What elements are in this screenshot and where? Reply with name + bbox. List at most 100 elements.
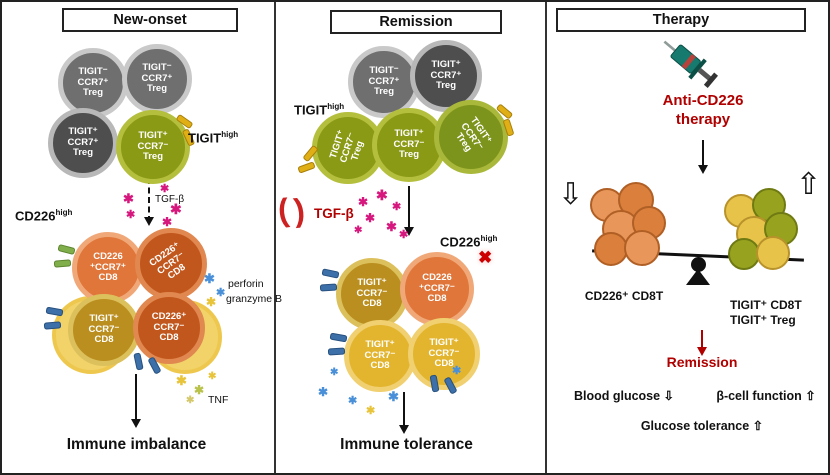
tgfb-star-icon: ✱ [365, 211, 376, 225]
cell-label: TIGIT⁺ CCR7⁻ CD8 [428, 337, 460, 370]
tgfb-star-icon: ✱ [376, 187, 388, 203]
cd8-cell: CD226 ⁺CCR7⁺ CD8 [72, 232, 144, 304]
tgfb-label: TGF-β [155, 194, 185, 205]
cd226-high-label: CD226high [440, 234, 497, 249]
cell-label: TIGIT⁺ CCR7⁺ Treg [67, 126, 99, 159]
cell-label: TIGIT⁺ CCR7⁻ CD8 [356, 277, 388, 310]
header-new-onset: New-onset [62, 8, 238, 32]
outcome-arrow [131, 374, 141, 428]
treg-cell: TIGIT⁺ CCR7⁻ Treg [434, 100, 508, 174]
increase-arrow-icon: ⇧ [796, 168, 822, 201]
cytokine-star-icon: ✱ [452, 365, 462, 377]
tgfb-star-icon: ✱ [399, 229, 409, 241]
tnf-label: TNF [208, 394, 229, 406]
tgfb-star-icon: ✱ [162, 215, 173, 229]
tgfb-star-icon: ✱ [354, 225, 363, 236]
glucose-tolerance-label: Glucose tolerance ⇧ [640, 419, 764, 433]
cell-label: CD226⁺ CCR7⁻ CD8 [147, 240, 188, 283]
tgfb-star-icon: ✱ [123, 191, 134, 206]
label-base: CD226 [440, 234, 481, 250]
receptor-icon [57, 243, 76, 256]
panel-divider-1 [274, 2, 276, 473]
outcome-new-onset: Immune imbalance [66, 436, 207, 453]
cell-label: TIGIT⁻ CCR7⁺ Treg [77, 66, 109, 99]
label-base: TIGIT [188, 130, 222, 146]
cell-label: TIGIT⁺ CCR7⁻ Treg [327, 128, 366, 165]
cell-label: TIGIT⁺ CCR7⁻ CD8 [88, 313, 120, 346]
tgfb-arrow [404, 186, 414, 236]
label-sup: high [55, 208, 73, 217]
syringe-icon [663, 40, 719, 89]
balance-base [686, 269, 710, 285]
label-base: CD226 [15, 208, 56, 224]
outcome-remission: Immune tolerance [340, 436, 473, 453]
cell-label: TIGIT⁺ CCR7⁻ CD8 [364, 339, 396, 372]
tgfb-star-icon: ✱ [358, 195, 369, 209]
tigit-high-label: TIGIThigh [294, 102, 344, 117]
cd226-cd8-cell [594, 232, 628, 266]
cell-label: CD226⁺ CCR7⁻ CD8 [151, 311, 187, 344]
therapy-arrow [698, 140, 708, 174]
cell-label: TIGIT⁺ CCR7⁺ Treg [430, 59, 462, 92]
outcome-arrow [399, 392, 409, 434]
cd226-cd8-cell [624, 230, 660, 266]
tgfb-star-icon: ✱ [160, 183, 170, 195]
receptor-icon [53, 259, 72, 268]
tigit-cell [728, 238, 760, 270]
tgfb-star-icon: ✱ [392, 201, 402, 213]
tgfb-star-icon: ✱ [126, 209, 136, 221]
tnf-star-icon: ✱ [194, 383, 205, 397]
blocked-cross-icon: ✖ [478, 248, 493, 267]
cd8-cell: CD226⁺ CCR7⁻ CD8 [135, 228, 207, 300]
label-base: TIGIT [294, 102, 328, 118]
treg-cell: TIGIT⁻ CCR7⁺ Treg [58, 48, 128, 118]
cd226-high-label: CD226high [15, 208, 72, 223]
granzyme-star-icon: ✱ [206, 295, 217, 309]
panel-divider-2 [545, 2, 547, 473]
receptor-icon [43, 321, 62, 330]
beta-cell-label: β-cell function ⇧ [716, 389, 816, 403]
cd8-cell: CD226 ⁺CCR7⁻ CD8 [400, 252, 474, 326]
header-therapy: Therapy [556, 8, 806, 32]
cytokine-star-icon: ✱ [388, 389, 399, 404]
right-scale-label-2: TIGIT⁺ Treg [730, 313, 796, 327]
receptor-icon [133, 352, 144, 371]
receptor-icon [327, 347, 346, 356]
remission-arrow [697, 330, 707, 356]
cell-label: CD226 ⁺CCR7⁻ CD8 [419, 272, 455, 305]
tgfb-label: TGF-β [314, 206, 354, 221]
cell-label: TIGIT⁻ CCR7⁺ Treg [368, 65, 400, 98]
cycle-arrow-icon: ) [292, 191, 307, 229]
tgfb-star-icon: ✱ [386, 219, 397, 234]
tnf-star-icon: ✱ [176, 373, 187, 388]
therapy-title: Anti-CD226 therapy [662, 92, 744, 128]
cycle-arrow-icon: ( [276, 191, 291, 229]
receptor-icon [45, 306, 64, 317]
blood-glucose-label: Blood glucose ⇩ [573, 389, 675, 403]
treg-cell: TIGIT⁺ CCR7⁺ Treg [48, 108, 118, 178]
perforin-label: perforin [228, 278, 264, 290]
receptor-icon [319, 283, 338, 292]
receptor-icon [329, 332, 348, 343]
granzyme-label: granzyme B [226, 293, 283, 305]
receptor-icon [321, 268, 340, 279]
right-scale-label-1: TIGIT⁺ CD8T [730, 298, 802, 312]
receptor-icon [297, 161, 316, 174]
treg-cell: TIGIT⁻ CCR7⁺ Treg [122, 44, 192, 114]
cell-label: TIGIT⁺ CCR7⁻ Treg [393, 128, 425, 161]
tigit-cell [756, 236, 790, 270]
treg-cell: TIGIT⁺ CCR7⁻ Treg [116, 110, 190, 184]
cytokine-star-icon: ✱ [366, 405, 376, 417]
label-sup: high [221, 130, 239, 139]
cytokine-star-icon: ✱ [318, 385, 329, 399]
decrease-arrow-icon: ⇩ [558, 178, 584, 211]
label-sup: high [327, 102, 345, 111]
cd8-cell: TIGIT⁺ CCR7⁻ CD8 [344, 320, 416, 392]
tigit-high-label: TIGIThigh [188, 130, 238, 145]
tgfb-star-icon: ✱ [170, 201, 182, 217]
left-scale-label: CD226⁺ CD8T [584, 289, 664, 303]
cell-label: TIGIT⁺ CCR7⁻ Treg [452, 115, 494, 154]
cytokine-star-icon: ✱ [348, 395, 358, 407]
label-sup: high [480, 234, 498, 243]
